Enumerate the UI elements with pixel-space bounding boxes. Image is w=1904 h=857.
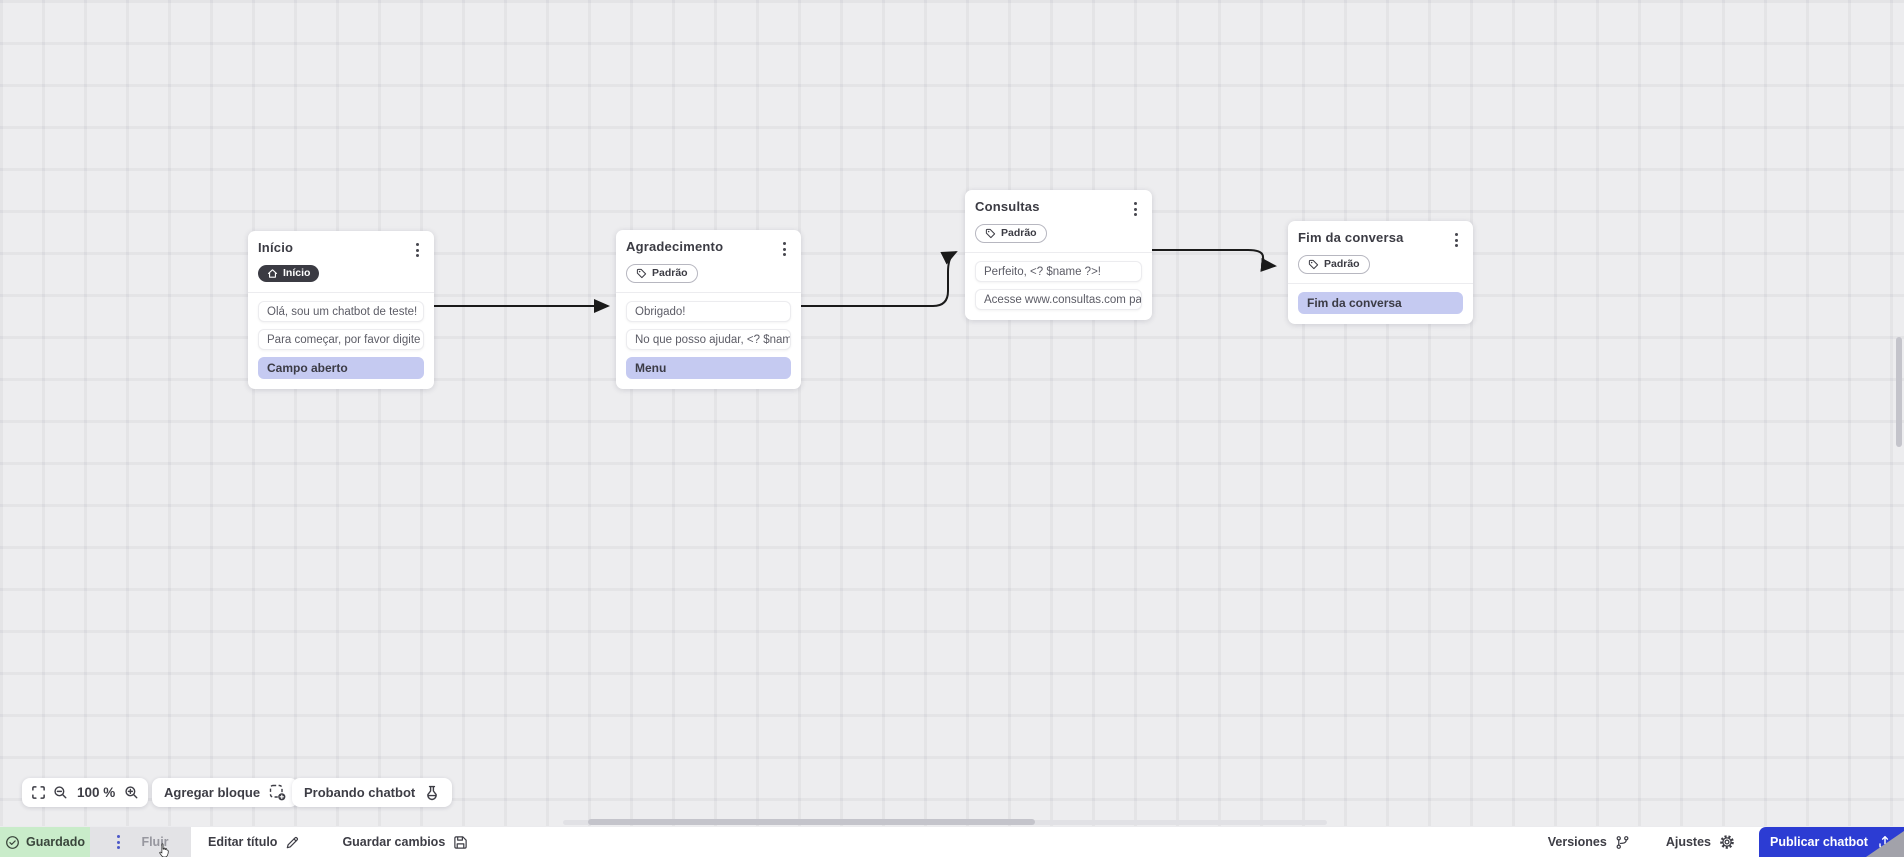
flow-node-fim-da-conversa[interactable]: Fim da conversa Padrão Fim da conversa: [1288, 221, 1473, 324]
add-block-icon: [269, 784, 286, 801]
action-row[interactable]: Fim da conversa: [1298, 291, 1463, 314]
zoom-toolbar: 100 %: [22, 778, 149, 807]
message-row[interactable]: Perfeito, <? $name ?>!: [975, 260, 1142, 282]
add-block-label: Agregar bloque: [164, 785, 261, 800]
node-type-badge: Padrão: [626, 264, 698, 283]
saved-status-badge: Guardado: [0, 827, 90, 857]
flow-tab-label: Fluir: [141, 835, 169, 849]
flow-node-agradecimento[interactable]: Agradecimento Padrão Obrigado! No que po…: [616, 230, 801, 389]
git-branch-icon: [1616, 835, 1629, 849]
tab-flow[interactable]: Fluir: [90, 827, 191, 857]
message-row[interactable]: Acesse www.consultas.com par...: [975, 288, 1142, 310]
node-type-badge: Início: [258, 265, 320, 282]
node-title: Agradecimento: [626, 239, 724, 254]
pencil-icon: [287, 836, 299, 848]
window-resize-corner: [1866, 831, 1904, 857]
node-title: Consultas: [975, 199, 1040, 214]
save-icon: [454, 835, 468, 849]
edit-title-button[interactable]: Editar título: [196, 827, 312, 857]
tag-icon: [636, 268, 647, 278]
test-chatbot-label: Probando chatbot: [304, 785, 416, 800]
tag-icon: [1308, 259, 1319, 269]
node-title: Fim da conversa: [1298, 230, 1404, 245]
zoom-in-icon[interactable]: [124, 785, 139, 800]
flow-node-consultas[interactable]: Consultas Padrão Perfeito, <? $name ?>! …: [965, 190, 1152, 320]
node-type-badge: Padrão: [975, 224, 1047, 243]
kebab-menu-icon[interactable]: [1450, 230, 1463, 250]
horizontal-scrollbar-thumb[interactable]: [588, 819, 1035, 825]
edge-agradecimento-consultas: [801, 251, 958, 307]
action-row[interactable]: Menu: [626, 356, 791, 379]
status-bar: Guardado Fluir Editar título Guardar cam…: [0, 826, 1904, 857]
message-row[interactable]: No que posso ajudar, <? $name ...: [626, 328, 791, 350]
fullscreen-icon[interactable]: [31, 785, 46, 800]
kebab-menu-icon[interactable]: [778, 239, 791, 259]
message-row[interactable]: Para começar, por favor digite o ...: [258, 328, 424, 350]
vertical-scrollbar-thumb[interactable]: [1896, 337, 1902, 447]
flow-kebab-icon[interactable]: [112, 832, 125, 852]
gear-icon: [1720, 835, 1734, 849]
check-circle-icon: [6, 835, 19, 849]
kebab-menu-icon[interactable]: [411, 240, 424, 260]
node-divider: [248, 291, 434, 293]
node-divider: [1288, 282, 1473, 284]
flow-node-inicio[interactable]: Início Início Olá, sou um chatbot de tes…: [248, 231, 434, 389]
action-row[interactable]: Campo aberto: [258, 356, 424, 379]
message-row[interactable]: Olá, sou um chatbot de teste!: [258, 300, 424, 322]
node-divider: [965, 251, 1152, 253]
tag-icon: [985, 228, 996, 238]
zoom-out-icon[interactable]: [53, 785, 68, 800]
home-icon: [267, 268, 278, 278]
save-changes-button[interactable]: Guardar cambios: [330, 827, 480, 857]
test-chatbot-button[interactable]: Probando chatbot: [292, 778, 453, 807]
add-block-button[interactable]: Agregar bloque: [152, 778, 299, 807]
kebab-menu-icon[interactable]: [1129, 199, 1142, 219]
settings-button[interactable]: Ajustes: [1652, 827, 1749, 857]
versions-button[interactable]: Versiones: [1534, 827, 1644, 857]
message-row[interactable]: Obrigado!: [626, 300, 791, 322]
node-title: Início: [258, 240, 294, 255]
node-type-badge: Padrão: [1298, 255, 1370, 274]
zoom-level: 100 %: [77, 785, 116, 800]
edge-consultas-fim: [1152, 249, 1277, 272]
flask-icon: [427, 785, 438, 800]
node-divider: [616, 291, 801, 293]
